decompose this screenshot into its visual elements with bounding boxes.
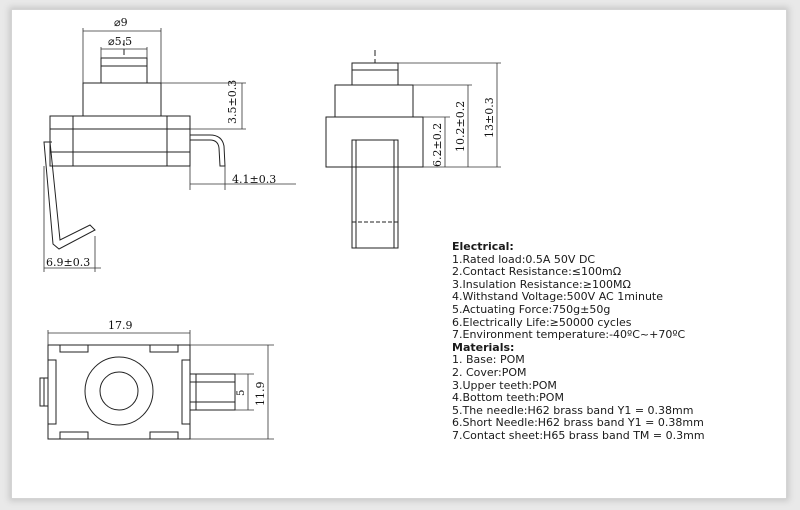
dim-13: 13±0.3	[483, 97, 496, 138]
material-item: 6.Short Needle:H62 brass band Y1 = 0.38m…	[452, 416, 704, 430]
material-item: 5.The needle:H62 brass band Y1 = 0.38mm	[452, 403, 694, 417]
material-item: 7.Contact sheet:H65 brass band TM = 0.3m…	[452, 428, 705, 442]
spec-block: Electrical: 1.Rated load:0.5A 50V DC 2.C…	[452, 240, 705, 443]
dim-6-2: 6.2±0.2	[431, 123, 444, 167]
electrical-heading: Electrical:	[452, 240, 514, 253]
material-item: 3.Upper teeth:POM	[452, 378, 557, 392]
electrical-item: 4.Withstand Voltage:500V AC 1minute	[452, 290, 663, 304]
dim-11-9: 11.9	[254, 382, 267, 407]
side-view	[325, 50, 424, 249]
dim-4-1: 4.1±0.3	[232, 173, 276, 186]
dim-6-9: 6.9±0.3	[46, 256, 90, 269]
electrical-item: 7.Environment temperature:-40ºC~+70ºC	[452, 328, 686, 342]
front-view	[43, 40, 226, 250]
electrical-item: 2.Contact Resistance:≤100mΩ	[452, 265, 622, 279]
dim-diam-5-5: ⌀5.5	[108, 35, 132, 48]
materials-heading: Materials:	[452, 340, 515, 354]
material-item: 4.Bottom teeth:POM	[452, 391, 564, 405]
material-item: 2. Cover:POM	[452, 365, 527, 379]
electrical-item: 3.Insulation Resistance:≥100MΩ	[452, 277, 631, 291]
electrical-item: 6.Electrically Life:≥50000 cycles	[452, 315, 632, 329]
side-view-dimensions	[398, 62, 501, 168]
dim-10-2: 10.2±0.2	[454, 101, 467, 152]
top-view	[39, 344, 236, 440]
electrical-item: 1.Rated load:0.5A 50V DC	[452, 252, 596, 266]
dim-diam-9: ⌀9	[114, 16, 128, 29]
electrical-item: 5.Actuating Force:750g±50g	[452, 302, 611, 316]
front-view-dimensions	[43, 28, 296, 272]
material-item: 1. Base: POM	[452, 353, 525, 367]
dim-5: 5	[236, 390, 247, 396]
dim-3-5: 3.5±0.3	[226, 80, 239, 124]
top-view-dimensions	[47, 330, 274, 440]
dim-17-9: 17.9	[108, 319, 133, 332]
